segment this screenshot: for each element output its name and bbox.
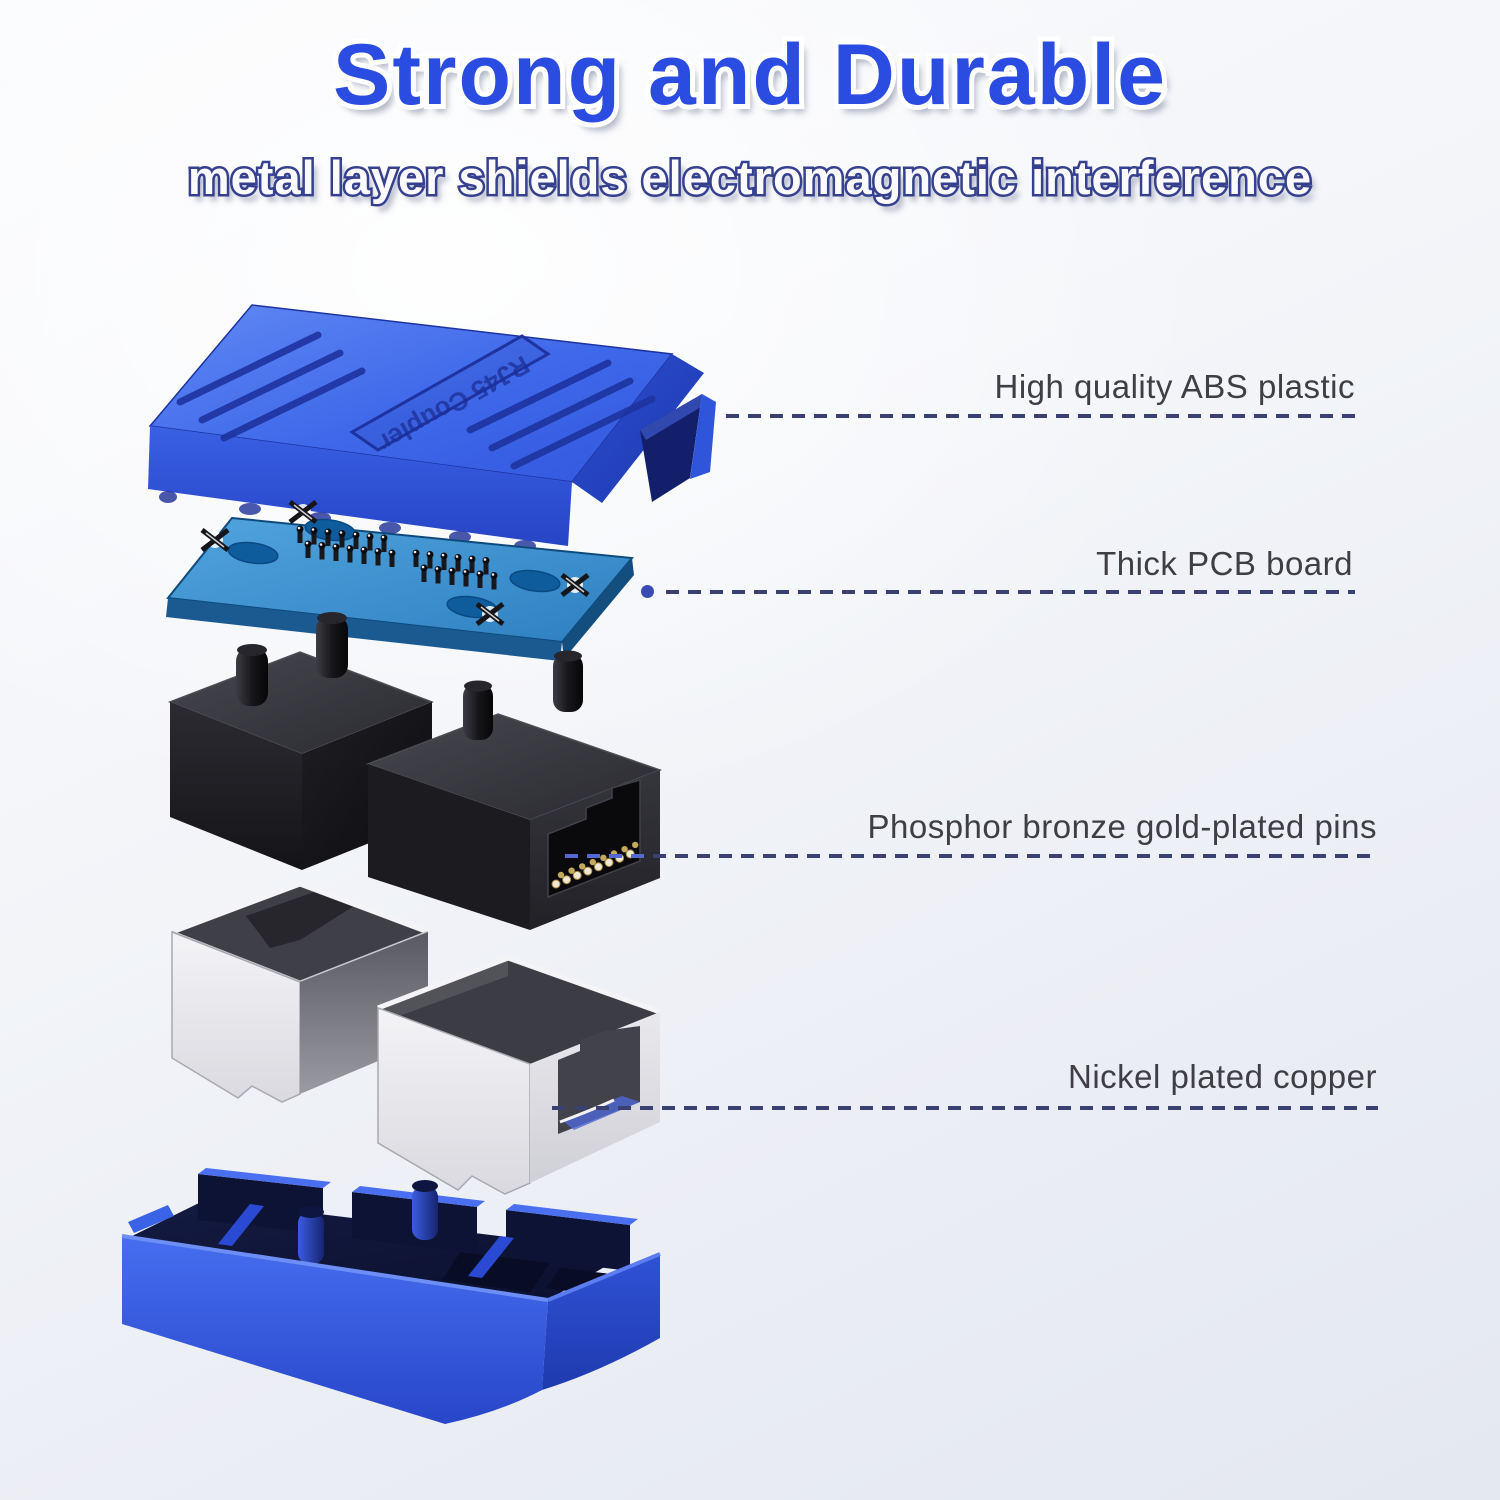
page-title-group: Strong and Durable Strong and Durable xyxy=(0,22,1500,146)
case-back-walls xyxy=(128,1168,638,1271)
bottom-case-illustration xyxy=(121,1168,661,1424)
pcb-corner-contacts xyxy=(200,500,590,626)
annotation-label: High quality ABS plastic xyxy=(994,368,1355,405)
annotation-leader-line xyxy=(666,590,1355,594)
annotation-leader-line xyxy=(552,1106,1378,1110)
annotation-leader-line xyxy=(565,854,1378,858)
annotation-leader-dot xyxy=(641,585,654,598)
connector-post xyxy=(553,650,583,712)
cover-label-band xyxy=(349,334,551,452)
connector-post xyxy=(463,680,493,740)
page-title-outline: Strong and Durable xyxy=(328,22,1170,128)
annotation-label: Thick PCB board xyxy=(1096,545,1353,582)
annotation-label: Nickel plated copper xyxy=(1068,1058,1377,1095)
connector-post xyxy=(236,644,268,706)
page-title: Strong and Durable xyxy=(333,27,1167,123)
page-subtitle: metal layer shields electromagnetic inte… xyxy=(187,151,1313,204)
page-subtitle-outline: metal layer shields electromagnetic inte… xyxy=(185,149,1313,207)
rj45-connector-left xyxy=(167,612,435,870)
metal-shield-left xyxy=(171,881,429,1103)
annotation-leader-line xyxy=(726,414,1355,418)
metal-shield-right xyxy=(377,955,661,1195)
top-cover-illustration: RJ45 Coupler xyxy=(148,304,716,552)
pcb-board-illustration xyxy=(166,500,634,661)
cover-stripes xyxy=(176,331,656,470)
rj45-connector-right xyxy=(365,650,663,930)
annotation-label: Phosphor bronze gold-plated pins xyxy=(867,808,1377,845)
pcb-pin-clusters xyxy=(296,525,498,590)
case-post xyxy=(412,1180,438,1240)
case-post xyxy=(298,1206,324,1264)
page-subtitle-group: metal layer shields electromagnetic inte… xyxy=(0,149,1500,220)
annotation-leader-line-head xyxy=(565,854,651,858)
connector-post xyxy=(316,612,348,678)
